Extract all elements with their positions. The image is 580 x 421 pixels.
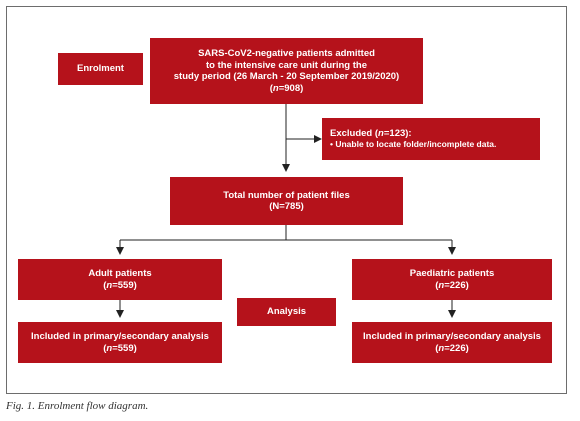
diagram-frame xyxy=(6,6,567,394)
admitted-line-1: SARS-CoV2-negative patients admitted xyxy=(198,48,375,59)
enrolment-label: Enrolment xyxy=(58,53,143,85)
adult-included-count-var: n xyxy=(106,342,113,354)
analysis-label-text: Analysis xyxy=(266,306,307,318)
paediatric-included-count-var: n xyxy=(438,342,445,354)
paediatric-patients-box: Paediatric patients (n=226) xyxy=(352,259,552,300)
paediatric-included-line-1: Included in primary/secondary analysis xyxy=(363,331,541,342)
total-line-1: Total number of patient files xyxy=(223,189,350,201)
paediatric-included-count-value: =226) xyxy=(444,342,469,354)
adult-count-prefix: ( xyxy=(103,279,107,291)
paediatric-count-prefix: ( xyxy=(435,279,439,291)
admitted-count-prefix: ( xyxy=(269,82,273,94)
excluded-count: Excluded (n=123): xyxy=(330,128,412,140)
paediatric-count-value: =226) xyxy=(444,279,469,291)
paediatric-count: (n=226) xyxy=(435,280,469,292)
paediatric-included-count-prefix: ( xyxy=(435,342,439,354)
adult-patients-box: Adult patients (n=559) xyxy=(18,259,222,300)
paediatric-included-count: (n=226) xyxy=(435,343,469,355)
admitted-patients-box: SARS-CoV2-negative patients admitted to … xyxy=(150,38,423,104)
paediatric-count-var: n xyxy=(438,279,445,291)
paediatric-included-box: Included in primary/secondary analysis (… xyxy=(352,322,552,363)
adult-count-value: =559) xyxy=(112,279,137,291)
total-patients-box: Total number of patient files (N=785) xyxy=(170,177,403,225)
adult-included-count-value: =559) xyxy=(112,342,137,354)
admitted-count: (n=908) xyxy=(270,83,304,95)
admitted-line-2: to the intensive care unit during the xyxy=(206,59,367,71)
adult-included-line-1: Included in primary/secondary analysis xyxy=(31,331,209,342)
paediatric-line-1: Paediatric patients xyxy=(409,268,495,279)
excluded-reason: • Unable to locate folder/incomplete dat… xyxy=(330,139,497,149)
adult-count: (n=559) xyxy=(103,280,137,292)
excluded-count-value: =123): xyxy=(383,127,412,139)
excluded-count-prefix: Excluded ( xyxy=(330,127,379,139)
admitted-count-value: =908) xyxy=(278,82,304,94)
figure-caption: Fig. 1. Enrolment flow diagram. xyxy=(6,400,149,412)
excluded-box: Excluded (n=123): • Unable to locate fol… xyxy=(322,118,540,160)
adult-included-count: (n=559) xyxy=(103,343,137,355)
adult-included-box: Included in primary/secondary analysis (… xyxy=(18,322,222,363)
enrolment-label-text: Enrolment xyxy=(77,63,124,75)
analysis-label: Analysis xyxy=(237,298,336,326)
excluded-count-var: n xyxy=(378,127,384,139)
total-line-2: (N=785) xyxy=(269,201,304,212)
admitted-count-var: n xyxy=(272,82,279,94)
adult-count-var: n xyxy=(106,279,113,291)
admitted-line-3: study period (26 March - 20 September 20… xyxy=(173,71,400,82)
adult-included-count-prefix: ( xyxy=(103,342,107,354)
adult-line-1: Adult patients xyxy=(88,268,152,279)
